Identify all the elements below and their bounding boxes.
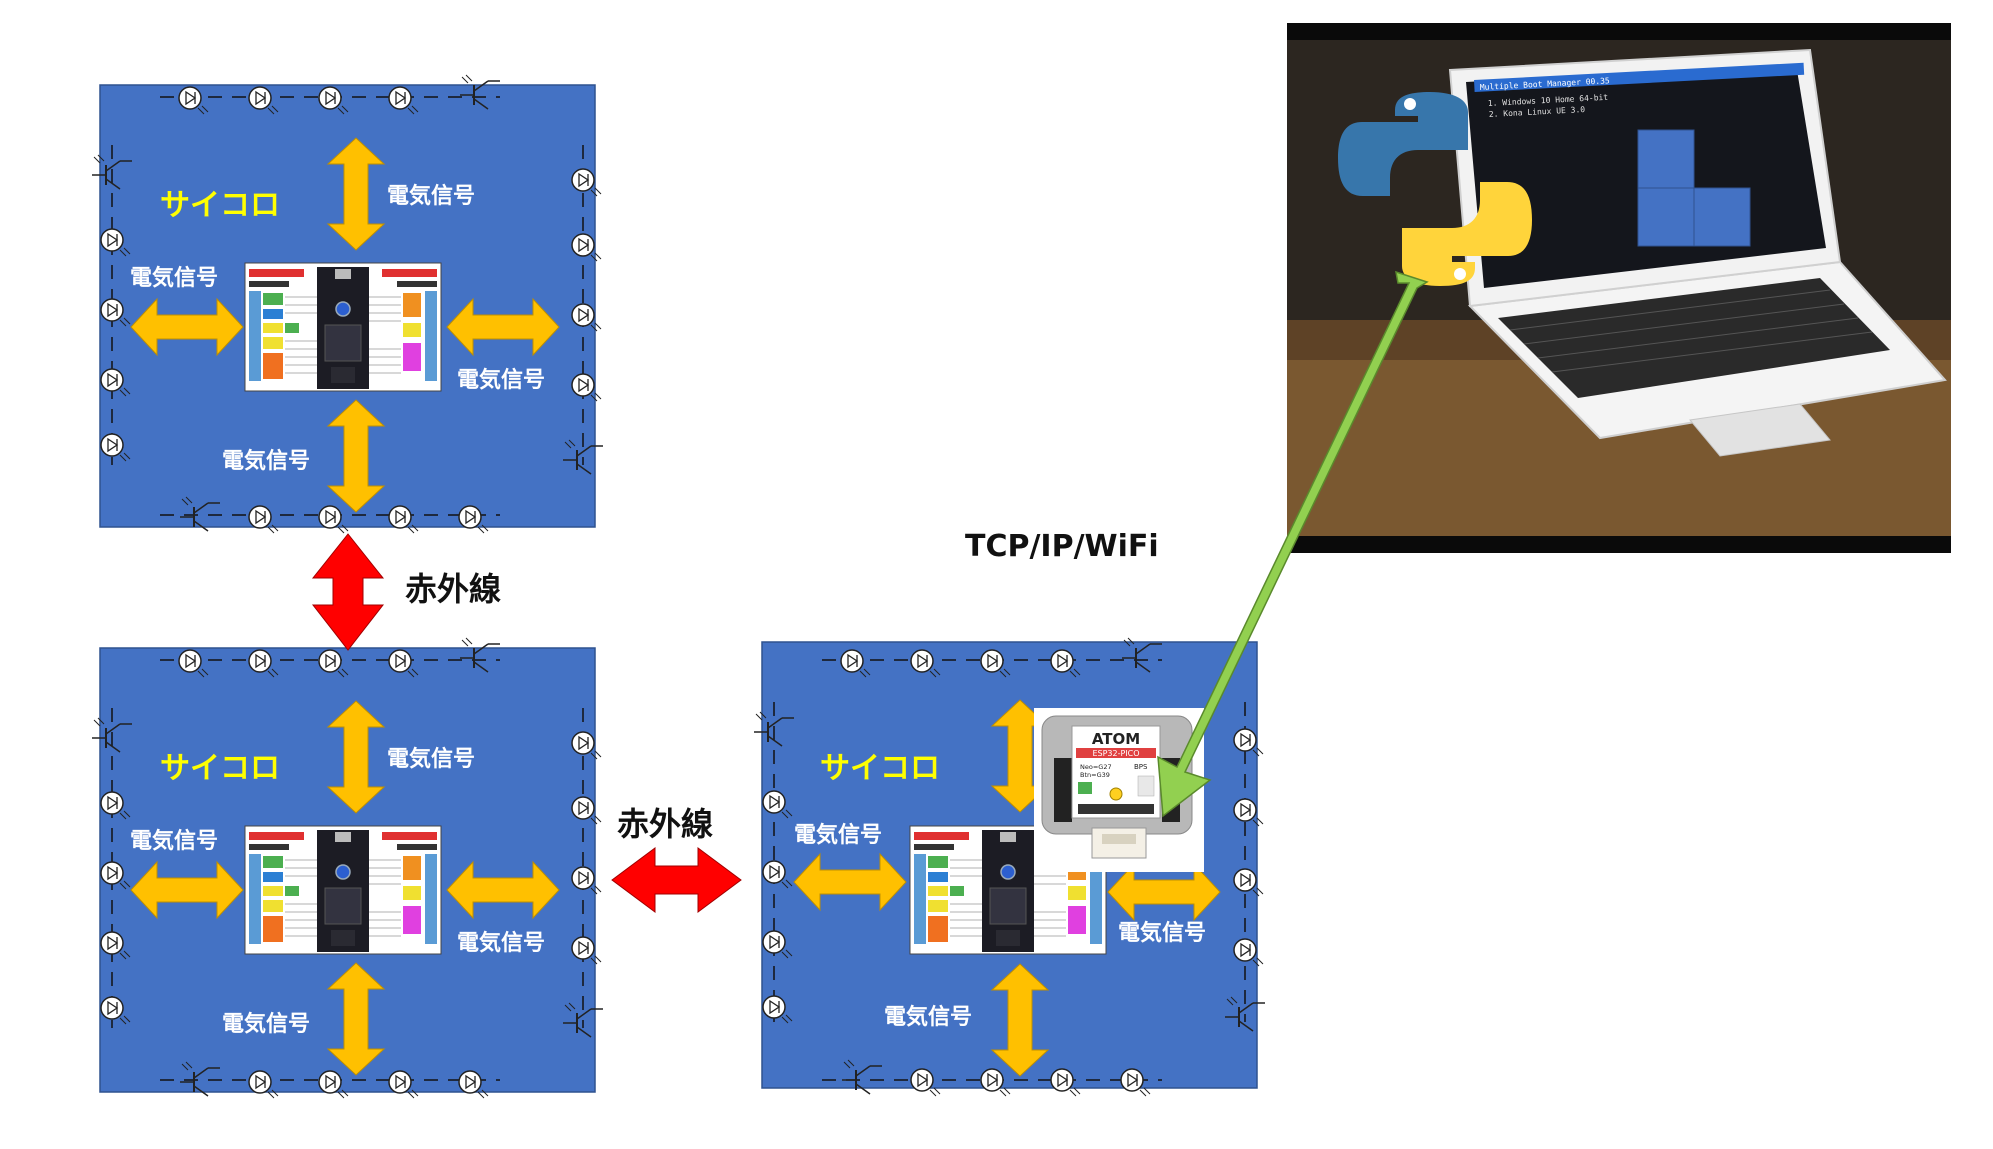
red-double-arrow-horizontal — [611, 847, 742, 913]
module-top-left: サイコロ 電気信号 電気信号 電気信号 電気信号 — [91, 74, 604, 534]
atom-wifi-module: ATOM ESP32-PICO Neo=G27 Btn=G39 BPS — [1034, 708, 1204, 872]
green-double-arrow — [1157, 270, 1429, 818]
laptop: Multiple Boot Manager 00.35 1. Windows 1… — [1448, 48, 1947, 457]
infrared-label: 赤外線 — [405, 570, 501, 608]
module-title: サイコロ — [820, 751, 940, 786]
signal-label-left: 電気信号 — [794, 822, 882, 848]
infrared-link-horizontal: 赤外線 — [611, 805, 742, 913]
module-bottom-right: ATOM ESP32-PICO Neo=G27 Btn=G39 BPS サイコロ… — [753, 637, 1266, 1097]
signal-label-left: 電気信号 — [130, 265, 218, 291]
laptop-photo: Multiple Boot Manager 00.35 1. Windows 1… — [1287, 23, 1951, 553]
infrared-link-vertical: 赤外線 — [311, 533, 501, 651]
python-logo-icon — [1338, 92, 1532, 286]
atom-line-3: BPS — [1134, 763, 1148, 771]
wifi-label: TCP/IP/WiFi — [965, 529, 1159, 564]
module-title: サイコロ — [160, 751, 280, 786]
module-title: サイコロ — [160, 188, 280, 223]
red-double-arrow-vertical — [311, 533, 385, 651]
signal-label-left: 電気信号 — [130, 828, 218, 854]
atom-brand-text: ATOM — [1092, 730, 1140, 748]
microcontroller-board — [244, 825, 442, 955]
signal-label-right: 電気信号 — [457, 930, 545, 956]
tetris-block-icon — [1637, 129, 1751, 247]
wifi-link: TCP/IP/WiFi — [965, 270, 1429, 818]
signal-label-down: 電気信号 — [222, 1011, 310, 1037]
signal-label-up: 電気信号 — [387, 746, 475, 772]
infrared-label: 赤外線 — [617, 805, 713, 843]
atom-line-2: Btn=G39 — [1080, 771, 1110, 779]
atom-chip-label: ESP32-PICO — [1092, 749, 1139, 758]
atom-line-1: Neo=G27 — [1080, 763, 1112, 771]
signal-label-up: 電気信号 — [387, 183, 475, 209]
signal-label-down: 電気信号 — [222, 448, 310, 474]
module-bottom-left: サイコロ 電気信号 電気信号 電気信号 電気信号 — [91, 637, 604, 1099]
microcontroller-board — [244, 262, 442, 392]
signal-label-right: 電気信号 — [457, 367, 545, 393]
signal-label-down: 電気信号 — [884, 1004, 972, 1030]
signal-label-right: 電気信号 — [1118, 920, 1206, 946]
